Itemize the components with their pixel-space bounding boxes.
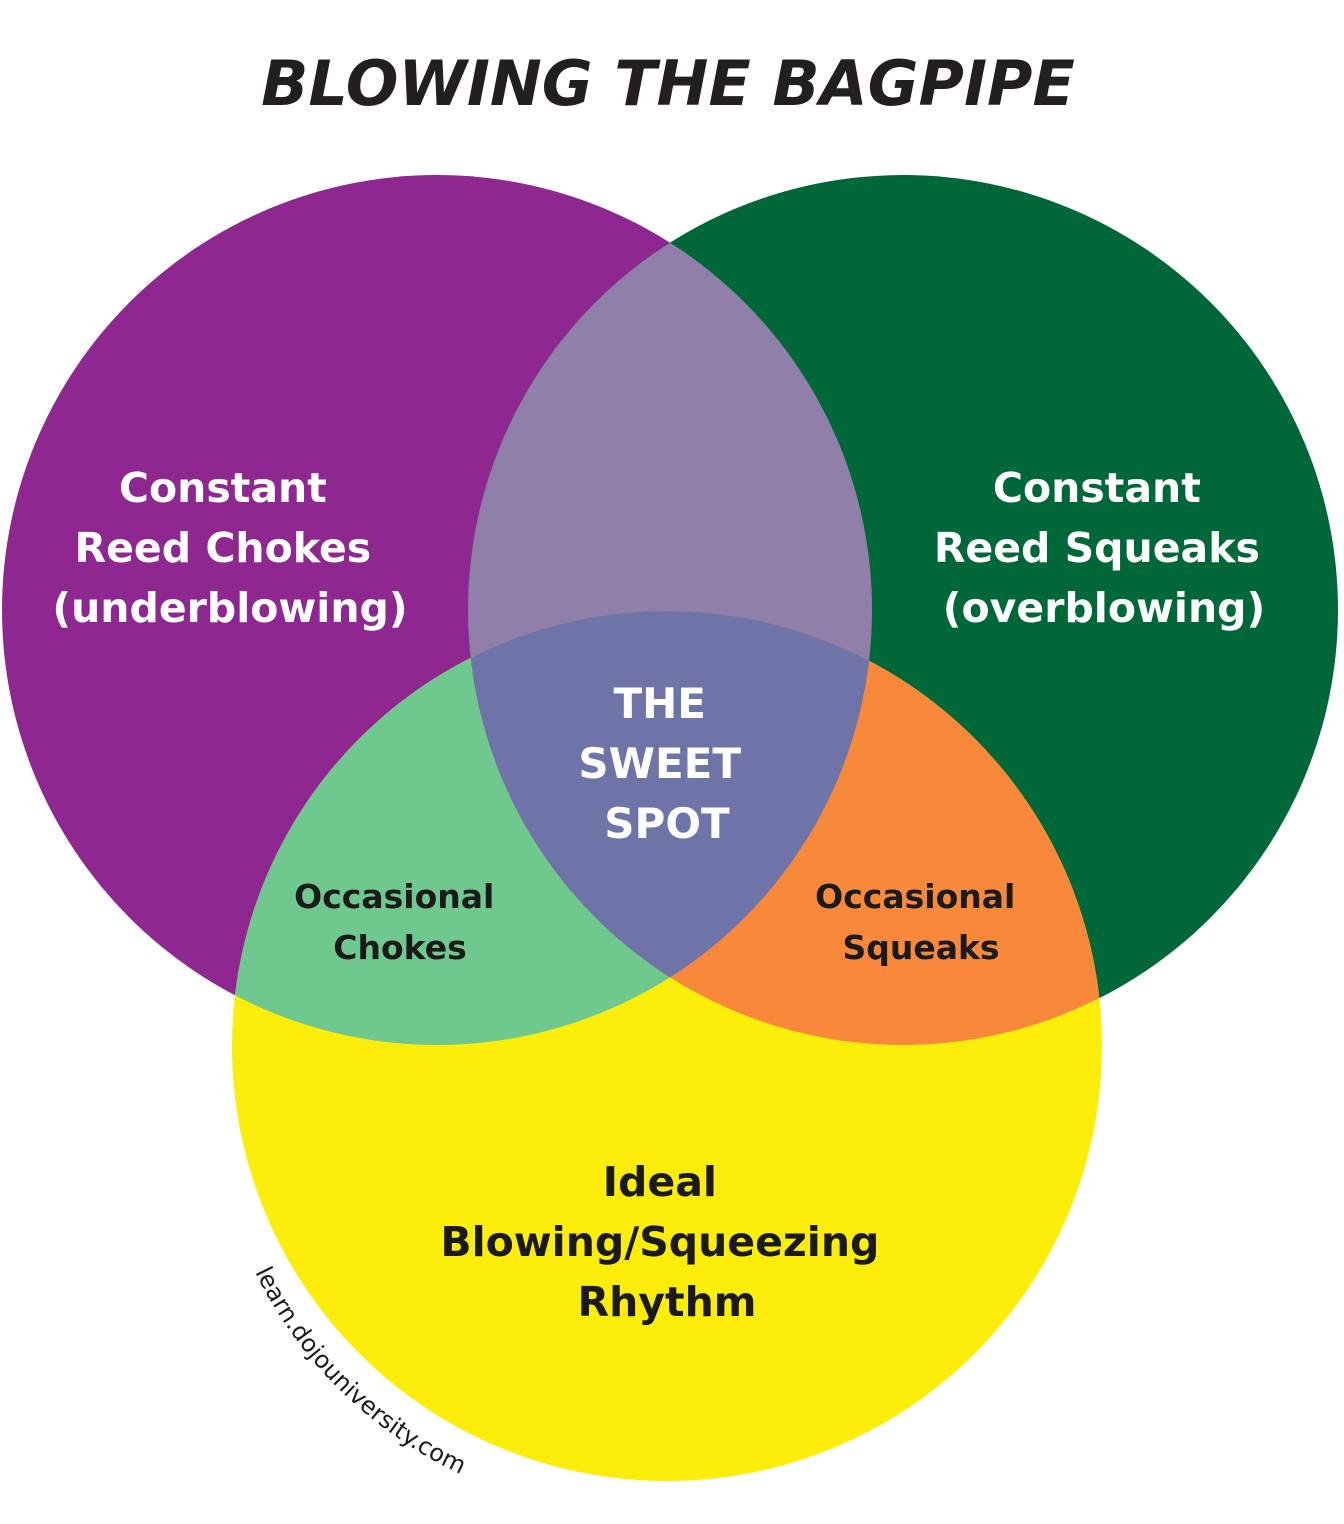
ideal-label: Ideal Blowing/Squeezing Rhythm [440, 1158, 893, 1326]
overblowing-ideal-overlap [468, 611, 1102, 1045]
underblowing-label: Constant Reed Chokes (underblowing) [52, 464, 407, 632]
overblowing-label: Constant Reed Squeaks (overblowing) [934, 464, 1274, 632]
diagram-title: BLOWING THE BAGPIPE [261, 47, 1075, 120]
occasional-squeaks-label: Occasional Squeaks [815, 877, 1027, 967]
occasional-chokes-label: Occasional Chokes [294, 877, 506, 967]
sweet-spot-label: THE SWEET SPOT [578, 679, 755, 848]
underblowing-ideal-overlap [232, 611, 872, 1045]
